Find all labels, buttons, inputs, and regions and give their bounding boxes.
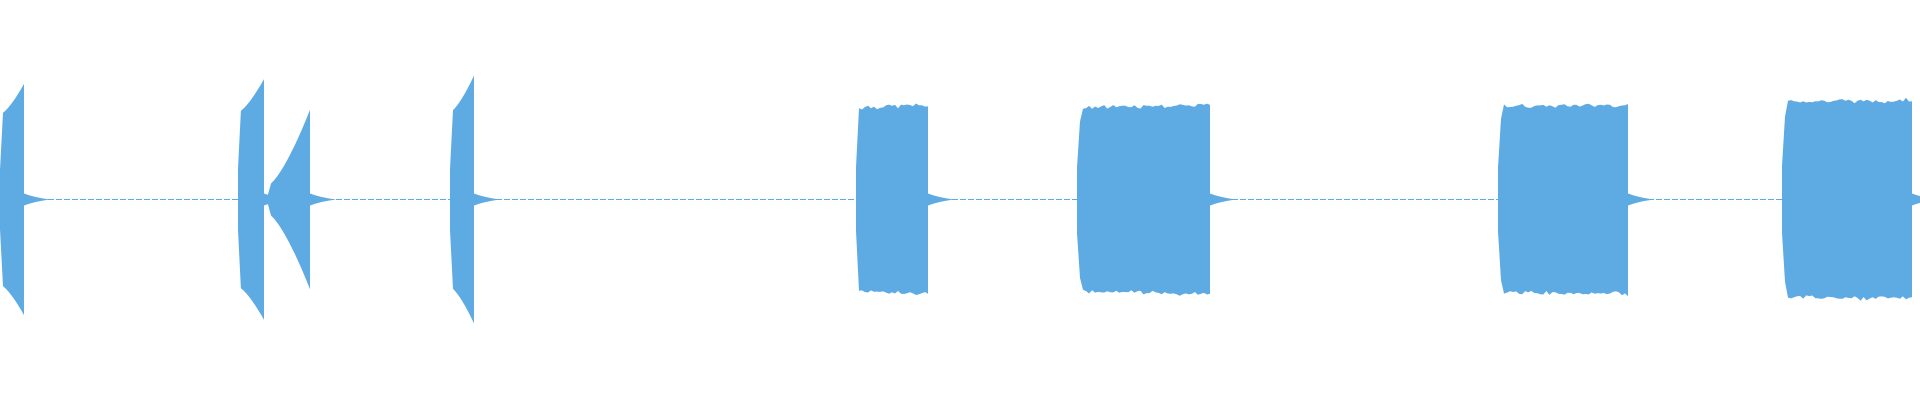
waveform-segment (1498, 103, 1628, 297)
waveform-segment (856, 103, 928, 295)
waveform-decay-tail (1912, 193, 1920, 206)
waveform-segment (268, 109, 310, 290)
waveform-decay-tail (1628, 193, 1654, 206)
waveform-segment (1782, 97, 1912, 301)
waveform-decay-tail (1210, 193, 1236, 206)
waveform-segments (0, 75, 1920, 324)
waveform-segment (1077, 103, 1210, 296)
waveform-decay-tail (24, 193, 50, 206)
waveform-decay-tail (310, 193, 336, 206)
waveform-segment (450, 75, 474, 324)
waveform-decay-tail (928, 193, 954, 206)
waveform-decay-tail (474, 193, 500, 206)
waveform-segment (238, 79, 264, 320)
waveform-segment (0, 83, 24, 316)
